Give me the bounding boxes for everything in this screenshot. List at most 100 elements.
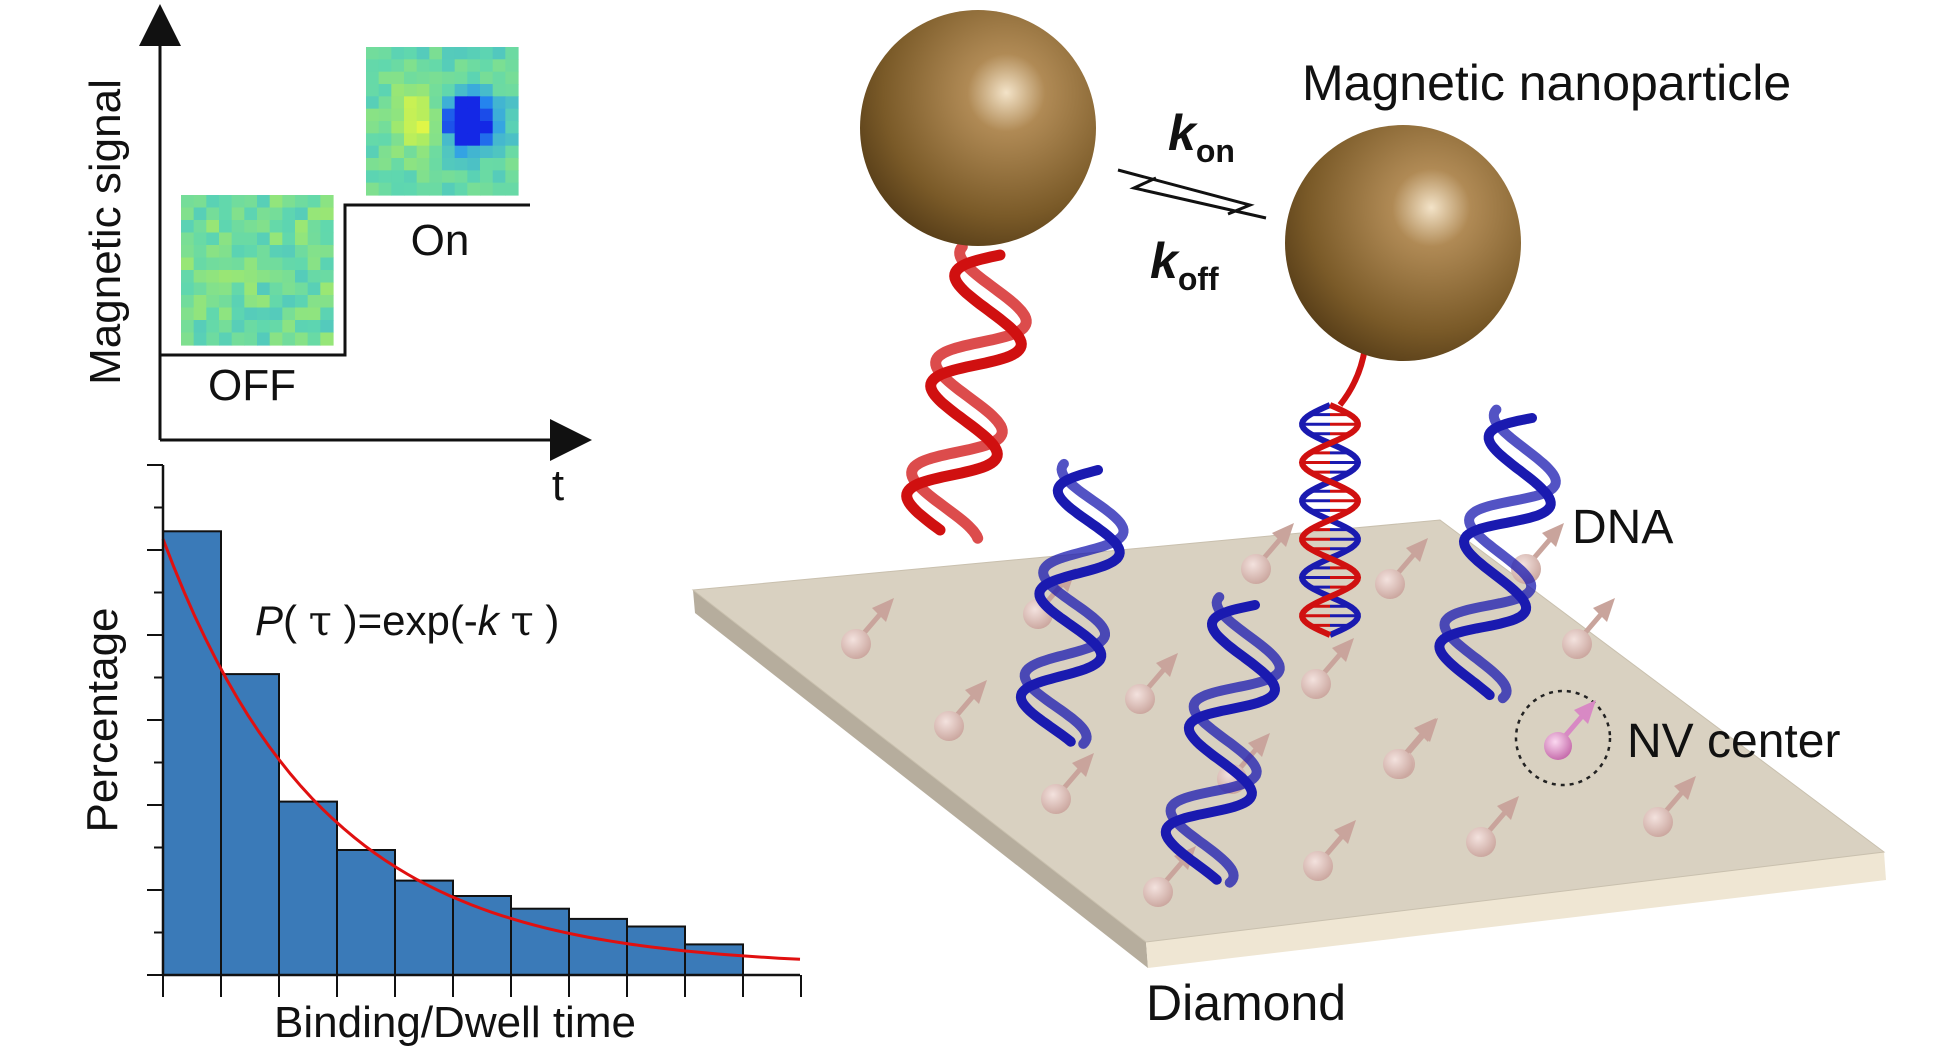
heatmap-pixel	[231, 245, 245, 259]
heatmap-pixel	[467, 47, 481, 60]
heatmap-pixel	[480, 133, 494, 147]
heatmap-pixel	[492, 133, 506, 147]
heatmap-pixel	[307, 245, 321, 259]
probe-dna-3	[1434, 404, 1561, 704]
diamond-label: Diamond	[1146, 975, 1346, 1031]
spin-arrow-head	[872, 598, 894, 622]
heatmap-pixel	[269, 282, 283, 296]
heatmap-pixel	[505, 47, 519, 60]
heatmap-pixel	[244, 282, 258, 296]
heatmap-pixel	[307, 307, 321, 321]
heatmap-pixel	[181, 220, 195, 234]
heatmap-pixel	[505, 121, 519, 134]
heatmap-pixel	[193, 232, 207, 246]
heatmap-pixel	[467, 170, 481, 184]
histogram-x-label: Binding/Dwell time	[274, 998, 636, 1047]
heatmap-pixel	[181, 307, 195, 321]
probe-dna-1	[1015, 458, 1129, 749]
heatmap-pixel	[480, 59, 494, 73]
heatmap-pixel	[492, 71, 506, 85]
heatmap-pixel	[307, 320, 321, 334]
heatmap-pixel	[193, 320, 207, 334]
heatmap-pixel	[366, 182, 380, 196]
spin-arrow-head	[1674, 776, 1696, 800]
heatmap-pixel	[206, 270, 220, 284]
heatmap-pixel	[244, 270, 258, 284]
heatmap-pixel	[219, 295, 233, 309]
heatmap-pixel	[467, 108, 481, 122]
heatmap-pixel	[257, 245, 271, 259]
koff-label: koff	[1150, 233, 1219, 297]
nv-center-highlight	[1514, 689, 1612, 787]
spin-arrow-head	[1406, 538, 1428, 562]
heatmap-pixel	[404, 47, 418, 60]
heatmap-pixel	[231, 320, 245, 334]
heatmap-pixel	[282, 245, 296, 259]
heatmap-pixel	[257, 207, 271, 221]
heatmap-pixel	[480, 84, 494, 97]
heatmap-pixel	[231, 282, 245, 296]
heatmap-pixel	[257, 295, 271, 309]
heatmap-pixel	[257, 320, 271, 334]
heatmap-pixel	[391, 108, 405, 122]
heatmap-pixel	[231, 307, 245, 321]
heatmap-pixel	[416, 158, 430, 171]
heatmap-pixel	[244, 195, 258, 209]
heatmap-pixel	[307, 232, 321, 246]
heatmap-pixel	[467, 121, 481, 134]
heatmap-pixel	[391, 158, 405, 171]
histogram-bar	[162, 530, 222, 976]
heatmap-pixel	[282, 307, 296, 321]
heatmap-pixel	[391, 145, 405, 159]
heatmap-pixel	[295, 295, 309, 309]
heatmap-pixel	[193, 307, 207, 321]
heatmap-pixel	[231, 270, 245, 284]
heatmap-pixel	[480, 158, 494, 171]
heatmap-pixel	[231, 295, 245, 309]
heatmap-pixel	[366, 133, 380, 147]
heatmap-pixel	[269, 270, 283, 284]
histogram-y-label: Percentage	[78, 607, 127, 832]
heatmap-pixel	[206, 332, 220, 346]
heatmap-pixel	[282, 220, 296, 234]
heatmap-pixel	[193, 245, 207, 259]
kon-label: kon	[1168, 105, 1235, 169]
heatmap-pixel	[231, 257, 245, 271]
spin-particle	[1466, 827, 1496, 857]
heatmap-pixel	[391, 84, 405, 97]
heatmap-pixel	[181, 270, 195, 284]
koff-k: k	[1150, 233, 1180, 289]
heatmap-pixel	[206, 295, 220, 309]
heatmap-pixel	[307, 195, 321, 209]
heatmap-pixel	[193, 295, 207, 309]
heatmap-pixel	[378, 158, 392, 171]
heatmap-pixel	[429, 71, 443, 85]
spin-arrow-head	[1072, 753, 1094, 777]
heatmap-pixel	[219, 307, 233, 321]
heatmap-pixel	[416, 84, 430, 97]
heatmap-pixel	[480, 108, 494, 122]
heatmap-pixel	[416, 170, 430, 184]
heatmap-pixel	[492, 59, 506, 73]
heatmap-pixel	[244, 257, 258, 271]
heatmap-pixel	[442, 182, 456, 196]
heatmap-pixel	[454, 170, 468, 184]
spin-particle	[841, 629, 871, 659]
heatmap-pixel	[244, 245, 258, 259]
heatmap-pixel	[181, 245, 195, 259]
heatmap-pixel	[391, 170, 405, 184]
heatmap-pixel	[492, 145, 506, 159]
heatmap-pixel	[320, 332, 334, 346]
heatmap-pixel	[454, 59, 468, 73]
heatmap-pixel	[181, 332, 195, 346]
heatmap-pixel	[269, 332, 283, 346]
reverse-half-arrow	[1129, 176, 1267, 220]
heatmap-pixel	[206, 257, 220, 271]
signal-plot: Magnetic signal t OFF On	[81, 4, 592, 510]
heatmap-pixel	[231, 207, 245, 221]
heatmap-pixel	[442, 71, 456, 85]
histogram-bar	[278, 800, 338, 976]
heatmap-pixel	[307, 207, 321, 221]
heatmap-pixel	[404, 71, 418, 85]
nv-dashed-ring	[1514, 689, 1612, 787]
